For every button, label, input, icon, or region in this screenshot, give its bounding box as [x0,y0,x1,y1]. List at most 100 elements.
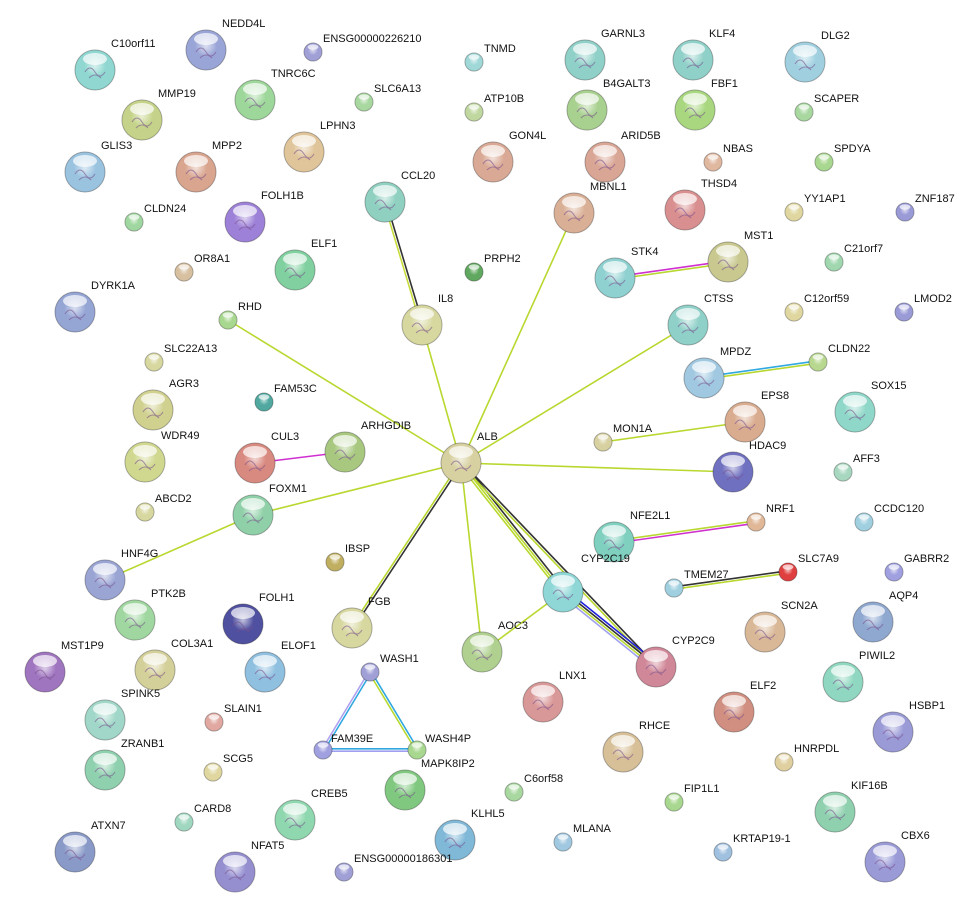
node-wdr49[interactable]: WDR49 [124,430,200,483]
node-mpdz[interactable]: MPDZ [683,346,751,399]
node-lphn3[interactable]: LPHN3 [283,120,355,173]
node-nfe2l1[interactable]: NFE2L1 [593,510,670,563]
node-il8[interactable]: IL8 [401,293,453,346]
node-glis3[interactable]: GLIS3 [64,140,132,193]
node-folh1[interactable]: FOLH1 [222,592,294,645]
edge-wash1-fam39e[interactable] [321,670,372,752]
node-hnrpdl[interactable]: HNRPDL [774,743,839,772]
node-ibsp[interactable]: IBSP [325,543,370,572]
node-aff3[interactable]: AFF3 [833,453,880,482]
edge-il8-alb[interactable] [421,324,462,464]
node-aoc3[interactable]: AOC3 [461,620,528,673]
node-sox15[interactable]: SOX15 [834,380,906,433]
node-c6orf58[interactable]: C6orf58 [504,773,563,802]
node-tnrc6c[interactable]: TNRC6C [234,68,316,121]
node-mst1[interactable]: MST1 [707,230,773,283]
node-lmod2[interactable]: LMOD2 [894,293,952,322]
edge-mbnl1-alb[interactable] [460,212,575,464]
node-atp10b[interactable]: ATP10B [464,93,524,122]
node-fip1l1[interactable]: FIP1L1 [664,783,719,812]
node-b4galt3[interactable]: B4GALT3 [566,78,651,131]
node-lnx1[interactable]: LNX1 [522,670,587,723]
node-arid5b[interactable]: ARID5B [584,130,661,183]
node-slc7a9[interactable]: SLC7A9 [778,553,839,582]
edge-foxm1-hnf4g[interactable] [104,514,254,581]
edge-tmem27-slc7a9[interactable] [673,570,789,590]
node-hsbp1[interactable]: HSBP1 [872,700,945,753]
node-cyp2c19[interactable]: CYP2C19 [542,553,630,613]
node-thsd4[interactable]: THSD4 [664,178,737,231]
node-slain1[interactable]: SLAIN1 [204,703,262,732]
node-nfat5[interactable]: NFAT5 [214,840,284,893]
node-fbf1[interactable]: FBF1 [674,78,738,131]
node-c12orf59[interactable]: C12orf59 [784,293,849,322]
node-fam53c[interactable]: FAM53C [254,383,317,412]
node-zranb1[interactable]: ZRANB1 [84,738,164,791]
node-or8a1[interactable]: OR8A1 [174,253,230,282]
node-spink5[interactable]: SPINK5 [84,688,160,741]
node-tnmd[interactable]: TNMD [464,43,516,72]
node-c21orf7[interactable]: C21orf7 [824,243,883,272]
node-cyp2c9[interactable]: CYP2C9 [635,635,715,688]
node-ccdc120[interactable]: CCDC120 [854,503,924,532]
edge-nfe2l1-nrf1[interactable] [613,520,757,544]
edge-alb-cyp2c9[interactable] [459,461,658,669]
node-scg5[interactable]: SCG5 [203,753,253,782]
edge-alb-aoc3[interactable] [460,462,483,653]
edge-alb-ctss[interactable] [460,324,689,464]
node-eps8[interactable]: EPS8 [724,390,789,443]
node-elf2[interactable]: ELF2 [713,680,776,733]
node-ensg00000186301[interactable]: ENSG00000186301 [334,853,452,882]
node-hdac9[interactable]: HDAC9 [712,440,786,493]
edge-alb-hdac9[interactable] [460,462,734,473]
node-rhce[interactable]: RHCE [602,720,670,773]
node-ensg00000226210[interactable]: ENSG00000226210 [303,33,421,62]
node-hnf4g[interactable]: HNF4G [84,548,158,601]
node-nbas[interactable]: NBAS [703,143,753,172]
node-slc6a13[interactable]: SLC6A13 [354,83,421,112]
node-rhd[interactable]: RHD [218,301,262,330]
node-fgb[interactable]: FGB [331,596,391,649]
edge-mon1a-eps8[interactable] [602,421,746,443]
node-col3a1[interactable]: COL3A1 [134,638,213,691]
node-spdya[interactable]: SPDYA [814,143,871,172]
node-mbnl1[interactable]: MBNL1 [553,181,627,234]
node-atxn7[interactable]: ATXN7 [54,820,126,873]
node-foxm1[interactable]: FOXM1 [232,483,307,536]
node-creb5[interactable]: CREB5 [274,788,348,841]
node-kif16b[interactable]: KIF16B [814,780,888,833]
edge-fam39e-wash4p[interactable] [323,747,417,753]
node-cldn22[interactable]: CLDN22 [808,343,870,372]
node-abcd2[interactable]: ABCD2 [135,493,192,522]
node-ptk2b[interactable]: PTK2B [114,588,186,641]
node-elof1[interactable]: ELOF1 [244,640,316,693]
edge-alb-foxm1[interactable] [252,462,462,516]
node-mapk8ip2[interactable]: MAPK8IP2 [384,758,475,811]
node-tmem27[interactable]: TMEM27 [664,569,729,598]
node-gabrr2[interactable]: GABRR2 [884,553,949,582]
node-arhgdib[interactable]: ARHGDIB [324,420,411,473]
node-aqp4[interactable]: AQP4 [852,590,918,643]
node-znf187[interactable]: ZNF187 [895,193,955,222]
node-dlg2[interactable]: DLG2 [784,30,850,83]
edge-ccl20-il8[interactable] [383,201,424,326]
node-stk4[interactable]: STK4 [594,246,659,299]
node-piwil2[interactable]: PIWIL2 [822,650,895,703]
node-wash1[interactable]: WASH1 [360,653,419,682]
node-fam39e[interactable]: FAM39E [313,733,373,760]
node-folh1b[interactable]: FOLH1B [224,190,304,243]
node-scaper[interactable]: SCAPER [794,93,859,122]
node-ccl20[interactable]: CCL20 [364,170,435,223]
node-ctss[interactable]: CTSS [667,293,733,346]
edge-alb-fgb[interactable] [350,461,463,630]
node-krtap19-1[interactable]: KRTAP19-1 [713,833,791,862]
node-cldn24[interactable]: CLDN24 [124,203,186,232]
node-elf1[interactable]: ELF1 [274,238,337,291]
node-gon4l[interactable]: GON4L [472,130,546,183]
node-dyrk1a[interactable]: DYRK1A [54,280,136,333]
edge-rhd-alb[interactable] [227,319,462,464]
node-agr3[interactable]: AGR3 [132,378,199,431]
node-prph2[interactable]: PRPH2 [464,253,521,282]
node-slc22a13[interactable]: SLC22A13 [144,343,217,372]
node-scn2a[interactable]: SCN2A [744,600,818,653]
